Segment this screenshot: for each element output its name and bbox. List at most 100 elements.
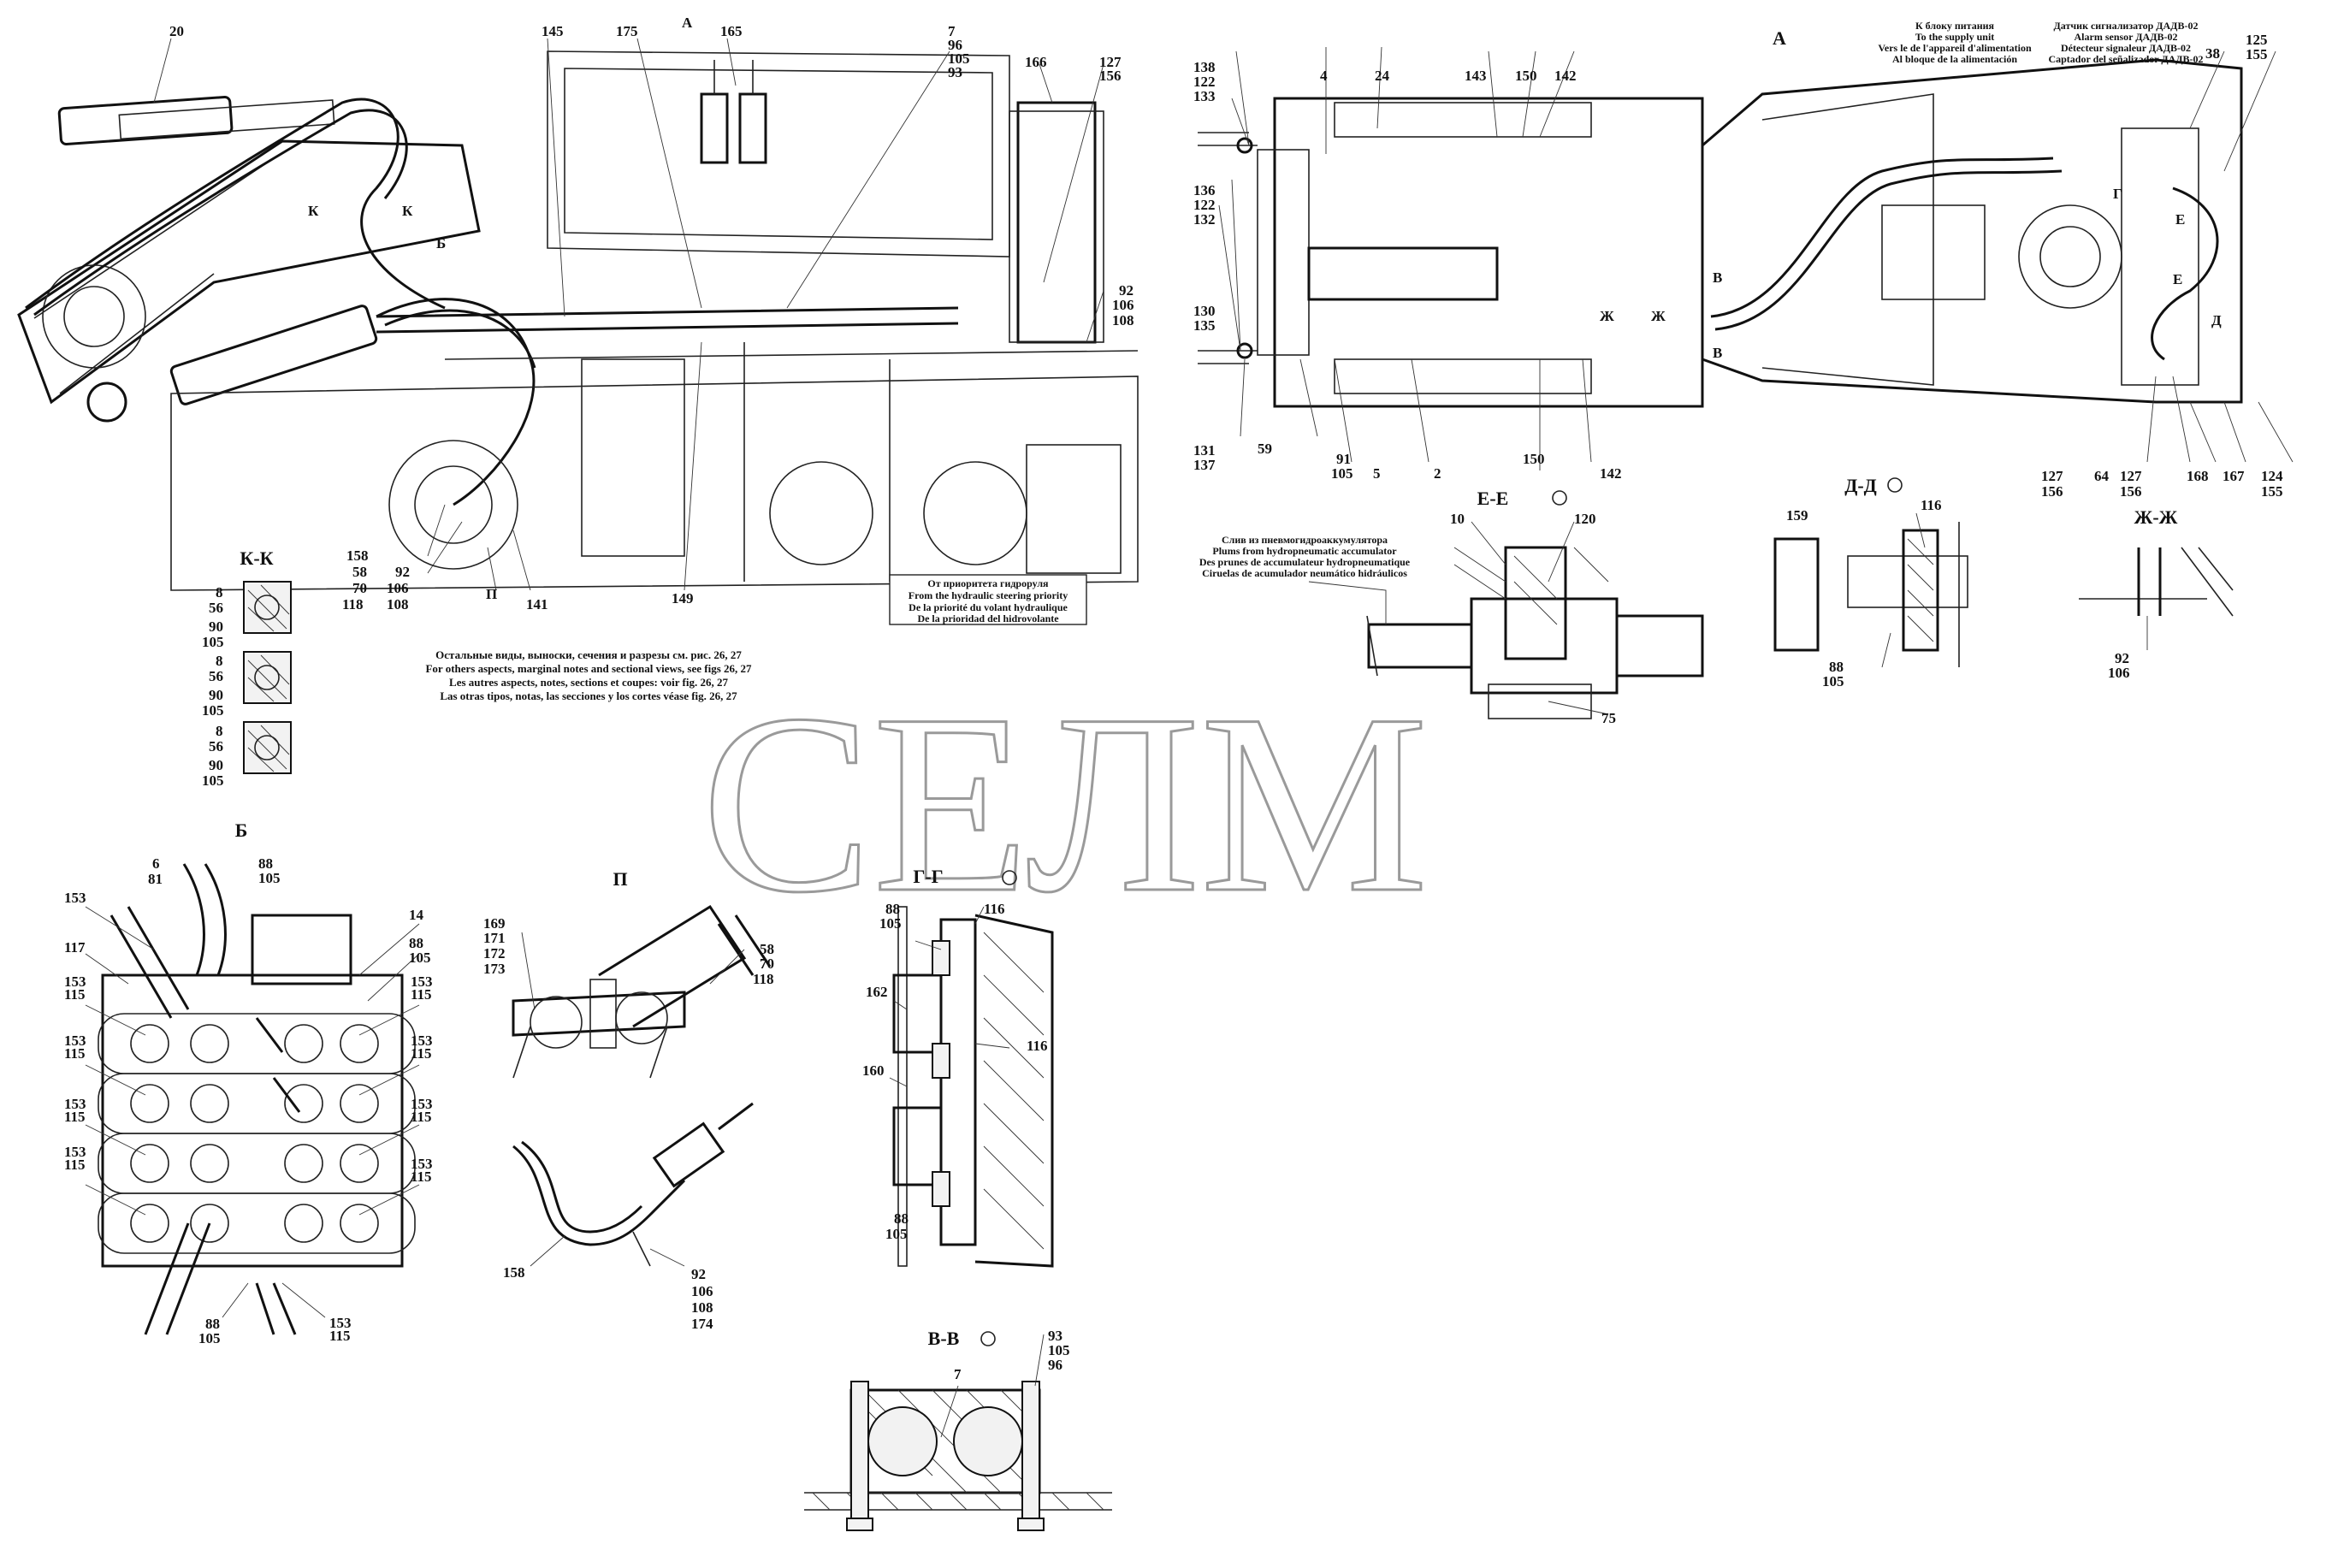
callout-5: 5	[1373, 465, 1381, 482]
callout-stack-88-dd: 88 105	[1822, 659, 1844, 689]
svg-text:Plums from hydropneumatic accu: Plums from hydropneumatic accumulator	[1212, 545, 1397, 557]
svg-text:153: 153	[64, 973, 86, 990]
svg-text:8: 8	[216, 723, 223, 739]
svg-text:88: 88	[258, 855, 273, 872]
svg-text:106: 106	[2108, 665, 2130, 681]
svg-text:105: 105	[1331, 465, 1353, 482]
svg-text:58: 58	[760, 941, 774, 957]
svg-text:105: 105	[202, 772, 224, 789]
gg-callout-88a: 88 105	[879, 901, 902, 932]
svg-text:156: 156	[2120, 483, 2142, 500]
section-dd: Д-Д	[1773, 475, 1968, 668]
svg-text:108: 108	[691, 1299, 713, 1316]
view-marker-k2: К	[402, 203, 413, 219]
callout-165: 165	[720, 23, 743, 39]
callout-stack-125: 125 155	[2246, 32, 2268, 62]
svg-text:96: 96	[948, 37, 962, 53]
kk-callouts-1: 8 56 90 105	[202, 584, 224, 650]
svg-text:92: 92	[691, 1266, 706, 1282]
callout-stack-92: 92 106 108	[1112, 282, 1134, 328]
svg-text:105: 105	[409, 950, 431, 966]
svg-text:90: 90	[209, 757, 223, 773]
svg-text:115: 115	[329, 1328, 351, 1344]
svg-text:115: 115	[411, 1109, 432, 1125]
svg-text:105: 105	[879, 915, 902, 932]
svg-text:6: 6	[152, 855, 160, 872]
svg-text:Les autres aspects, notes, sec: Les autres aspects, notes, sections et c…	[449, 676, 728, 689]
svg-text:138: 138	[1193, 59, 1216, 75]
svg-text:От приоритета гидроруля: От приоритета гидроруля	[927, 577, 1049, 589]
callout-stack-131: 131 137	[1193, 442, 1216, 473]
section-kk: К-К	[240, 547, 292, 774]
callout-4: 4	[1320, 68, 1328, 84]
view-a-marker-g: Г	[2113, 186, 2122, 202]
svg-text:81: 81	[148, 871, 163, 887]
callout-120: 120	[1574, 511, 1596, 527]
callout-166: 166	[1025, 54, 1047, 70]
svg-text:105: 105	[202, 702, 224, 719]
svg-text:127: 127	[1099, 54, 1122, 70]
svg-text:105: 105	[885, 1226, 908, 1242]
svg-text:153: 153	[411, 1033, 433, 1049]
view-a-marker-zh2: Ж	[1651, 308, 1666, 324]
view-a-marker-v2: В	[1713, 345, 1722, 361]
svg-text:Б: Б	[235, 820, 248, 841]
section-ee: Е-Е	[1308, 488, 1704, 719]
svg-text:115: 115	[411, 1045, 432, 1062]
svg-text:Остальные виды, выноски, сечен: Остальные виды, выноски, сечения и разре…	[435, 648, 742, 661]
svg-text:131: 131	[1193, 442, 1216, 459]
callout-stack-92b: 92 106 108	[387, 564, 410, 612]
callout-stack-158: 158 58 70 118	[342, 547, 369, 612]
svg-text:De la priorité du volant hydra: De la priorité du volant hydraulique	[909, 601, 1068, 613]
view-a-plan: А	[1198, 27, 2294, 470]
svg-text:106: 106	[691, 1283, 713, 1299]
callout-38: 38	[2205, 45, 2220, 62]
alarm-sensor-note: Датчик сигнализатор ДАДВ-02 Alarm sensor…	[2048, 20, 2203, 65]
callout-stack-127c: 127 156	[2120, 468, 2142, 500]
svg-text:124: 124	[2261, 468, 2283, 484]
svg-text:156: 156	[2041, 483, 2063, 500]
svg-text:Ж-Ж: Ж-Ж	[2134, 506, 2178, 528]
svg-text:115: 115	[411, 986, 432, 1003]
svg-text:93: 93	[1048, 1328, 1062, 1344]
svg-text:Д-Д: Д-Д	[1844, 475, 1877, 496]
b-callout-153: 153	[64, 890, 86, 906]
callout-142b: 142	[1600, 465, 1622, 482]
gg-callout-116b: 116	[1027, 1038, 1048, 1054]
callout-stack-92-zh: 92 106	[2108, 650, 2130, 681]
svg-text:153: 153	[411, 1096, 433, 1112]
callout-10: 10	[1450, 511, 1465, 527]
svg-text:Vers le de l'appareil d'alimen: Vers le de l'appareil d'alimentation	[1878, 42, 2032, 54]
callout-stack-127b: 127 156	[2041, 468, 2063, 500]
svg-text:118: 118	[342, 596, 364, 612]
svg-text:136: 136	[1193, 182, 1216, 198]
callout-stack-124: 124 155	[2261, 468, 2283, 500]
callout-150b: 150	[1523, 451, 1545, 467]
svg-text:90: 90	[209, 687, 223, 703]
callout-143: 143	[1465, 68, 1487, 84]
svg-text:88: 88	[894, 1210, 909, 1227]
svg-text:130: 130	[1193, 303, 1216, 319]
svg-text:Датчик сигнализатор ДАДВ-02: Датчик сигнализатор ДАДВ-02	[2054, 20, 2199, 32]
svg-text:122: 122	[1193, 74, 1216, 90]
svg-text:7: 7	[948, 23, 956, 39]
section-vv: В-В	[804, 1328, 1112, 1531]
svg-text:96: 96	[1048, 1357, 1062, 1373]
svg-text:70: 70	[760, 956, 774, 972]
svg-text:92: 92	[1119, 282, 1133, 299]
kk-callouts-2: 8 56 90 105	[202, 653, 224, 719]
callout-64: 64	[2094, 468, 2110, 484]
svg-text:8: 8	[216, 653, 223, 669]
view-p: П	[512, 868, 772, 1267]
gg-callout-162: 162	[866, 984, 888, 1000]
svg-text:Г-Г: Г-Г	[913, 866, 943, 887]
svg-text:115: 115	[411, 1169, 432, 1185]
svg-text:8: 8	[216, 584, 223, 601]
svg-text:155: 155	[2261, 483, 2283, 500]
callout-175: 175	[616, 23, 638, 39]
svg-text:171: 171	[483, 930, 506, 946]
svg-text:115: 115	[64, 1157, 86, 1173]
callout-stack-138: 138 122 133	[1193, 59, 1216, 104]
